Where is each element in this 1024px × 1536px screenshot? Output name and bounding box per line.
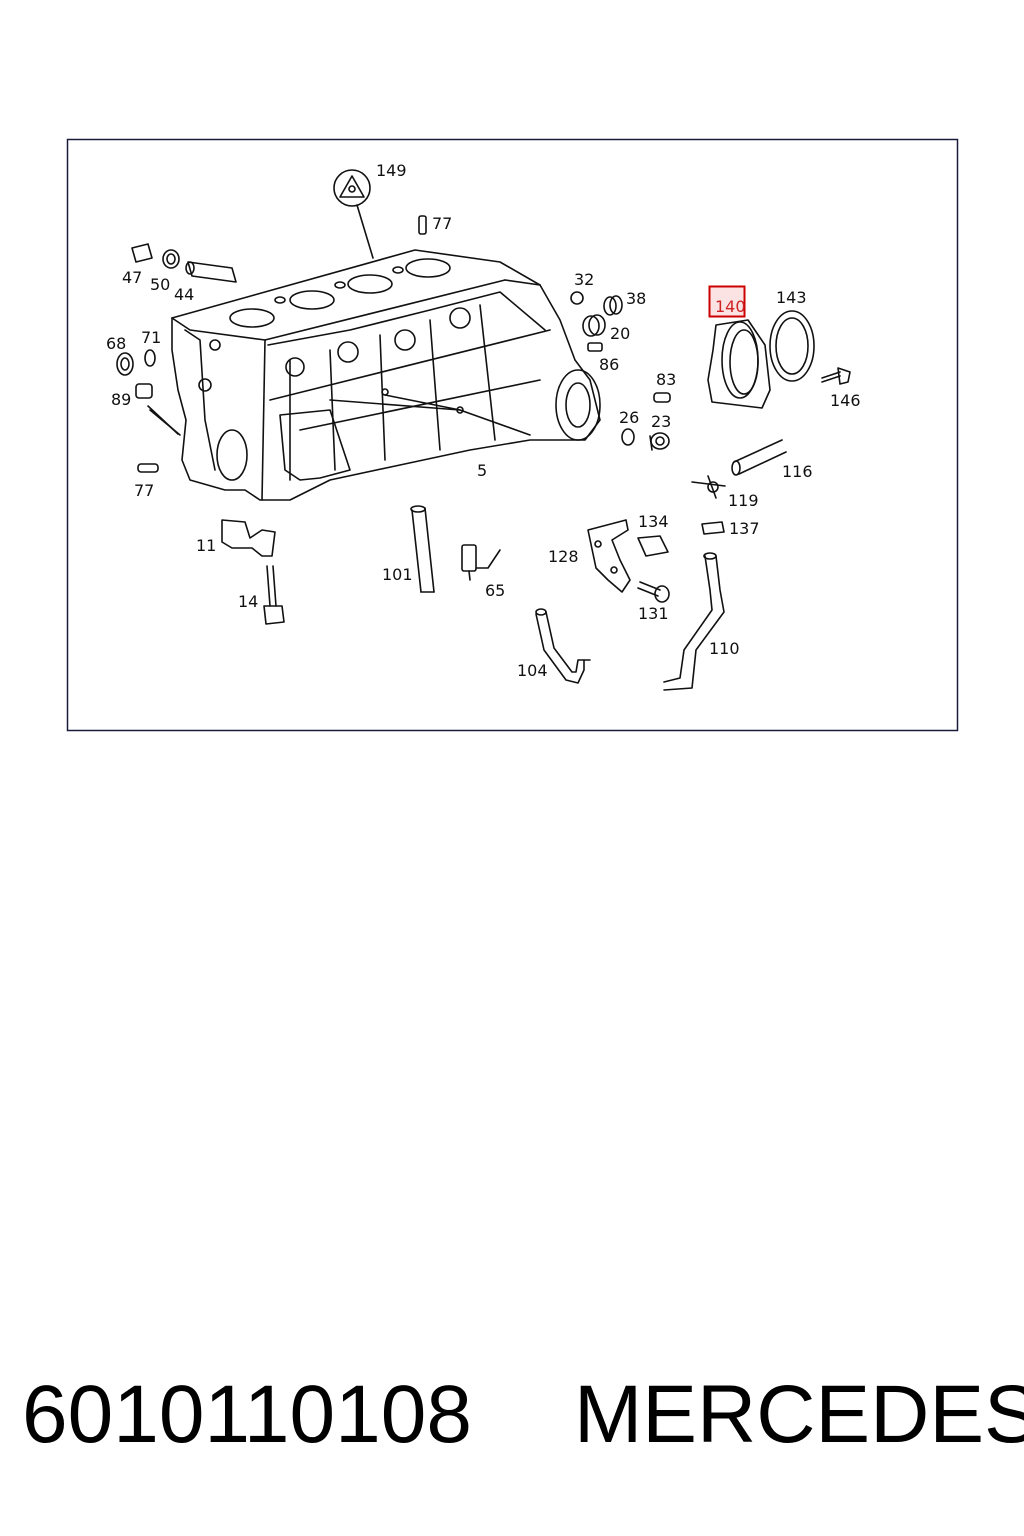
label-146: 146 bbox=[830, 391, 861, 410]
part-14-bolt bbox=[263, 565, 285, 625]
label-110: 110 bbox=[709, 639, 740, 658]
part-131-bolt bbox=[637, 581, 670, 603]
label-131: 131 bbox=[638, 604, 669, 623]
part-137-clamp bbox=[701, 521, 725, 535]
part-83-pin bbox=[653, 392, 671, 403]
part-128-bracket bbox=[587, 519, 631, 593]
label-140[interactable]: 140 bbox=[715, 297, 746, 316]
label-134: 134 bbox=[638, 512, 669, 531]
label-47: 47 bbox=[122, 268, 142, 287]
part-101-tube bbox=[410, 505, 435, 593]
part-47-50-44 bbox=[131, 243, 237, 283]
label-77-bottom: 77 bbox=[134, 481, 154, 500]
part-149-plate bbox=[333, 169, 374, 259]
label-5: 5 bbox=[477, 461, 487, 480]
label-38: 38 bbox=[626, 289, 646, 308]
leader-89 bbox=[147, 405, 179, 435]
part-71-ring bbox=[144, 349, 156, 367]
part-110-hose bbox=[663, 552, 725, 691]
part-65-sensor bbox=[461, 544, 501, 581]
label-83: 83 bbox=[656, 370, 676, 389]
part-38-sleeve bbox=[603, 295, 623, 316]
parts-diagram: 149 77 47 50 44 32 38 20 86 140 143 68 7… bbox=[0, 0, 1024, 760]
part-68-nut bbox=[116, 352, 134, 376]
brand-name: MERCEDES bbox=[574, 1369, 1024, 1460]
label-77-top: 77 bbox=[432, 214, 452, 233]
diagram-border bbox=[66, 138, 959, 732]
part-11-bearing-cap bbox=[221, 519, 276, 557]
engine-block bbox=[171, 249, 601, 501]
part-89-cap bbox=[135, 383, 181, 436]
label-116: 116 bbox=[782, 462, 813, 481]
part-134-clip bbox=[637, 535, 669, 557]
part-143-seal bbox=[769, 310, 815, 382]
label-71: 71 bbox=[141, 328, 161, 347]
part-23-plug bbox=[649, 432, 670, 451]
label-149: 149 bbox=[376, 161, 407, 180]
label-89: 89 bbox=[111, 390, 131, 409]
label-44: 44 bbox=[174, 285, 194, 304]
label-65: 65 bbox=[485, 581, 505, 600]
part-77-pin-top bbox=[418, 215, 427, 235]
label-50: 50 bbox=[150, 275, 170, 294]
part-86-pin bbox=[587, 342, 603, 352]
label-104: 104 bbox=[517, 661, 548, 680]
part-number: 6010110108 bbox=[22, 1369, 472, 1460]
label-14: 14 bbox=[238, 592, 258, 611]
label-20: 20 bbox=[610, 324, 630, 343]
diagram-svg: 149 77 47 50 44 32 38 20 86 140 143 68 7… bbox=[66, 138, 959, 732]
part-140-rear-cover bbox=[707, 319, 771, 409]
label-137: 137 bbox=[729, 519, 760, 538]
label-143: 143 bbox=[776, 288, 807, 307]
label-26: 26 bbox=[619, 408, 639, 427]
part-119-connector bbox=[691, 475, 726, 499]
part-104-hose bbox=[535, 608, 591, 684]
highlight-box-140 bbox=[708, 285, 746, 318]
part-26-ring bbox=[621, 428, 635, 446]
part-77-pin-bottom bbox=[137, 463, 159, 473]
part-146-bolt bbox=[821, 367, 851, 385]
label-23: 23 bbox=[651, 412, 671, 431]
label-101: 101 bbox=[382, 565, 413, 584]
label-128: 128 bbox=[548, 547, 579, 566]
label-68: 68 bbox=[106, 334, 126, 353]
caption: 6010110108 MERCEDES bbox=[0, 1360, 1024, 1470]
part-116-hose bbox=[731, 439, 787, 476]
part-20-plug bbox=[582, 314, 606, 337]
label-86: 86 bbox=[599, 355, 619, 374]
label-11: 11 bbox=[196, 536, 216, 555]
label-32: 32 bbox=[574, 270, 594, 289]
label-119: 119 bbox=[728, 491, 759, 510]
part-32-ring bbox=[570, 291, 584, 305]
